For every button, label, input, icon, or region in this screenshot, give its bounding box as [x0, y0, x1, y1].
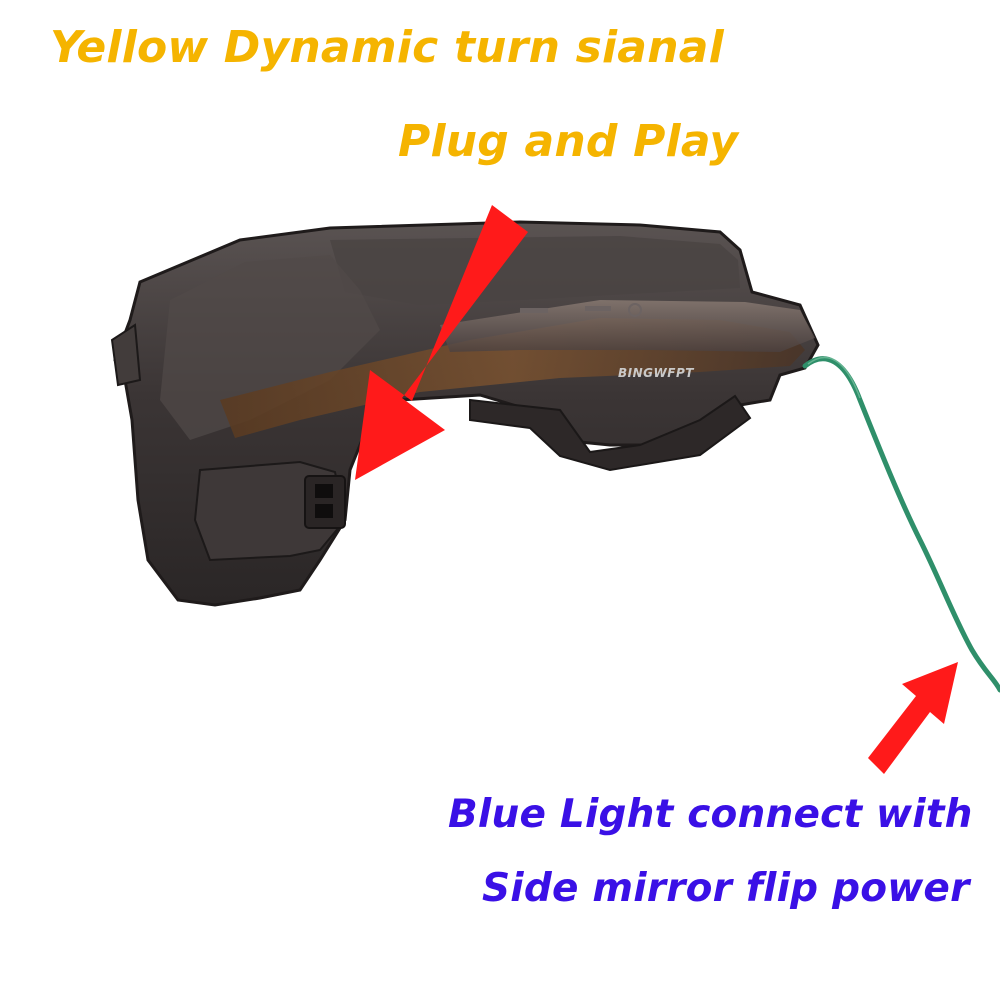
caption-title-line-1: Yellow Dynamic turn sianal	[50, 22, 724, 73]
red-arrow-icon-wire	[868, 662, 958, 774]
caption-note-line-1: Blue Light connect with	[448, 792, 973, 837]
caption-note-line-2: Side mirror flip power	[482, 866, 970, 911]
watermark-text: BINGWFPT	[618, 366, 694, 380]
caption-title-line-2: Plug and Play	[398, 116, 739, 167]
red-arrow-icon	[355, 205, 528, 480]
green-wire	[802, 356, 1000, 693]
turn-signal-housing	[110, 220, 820, 607]
